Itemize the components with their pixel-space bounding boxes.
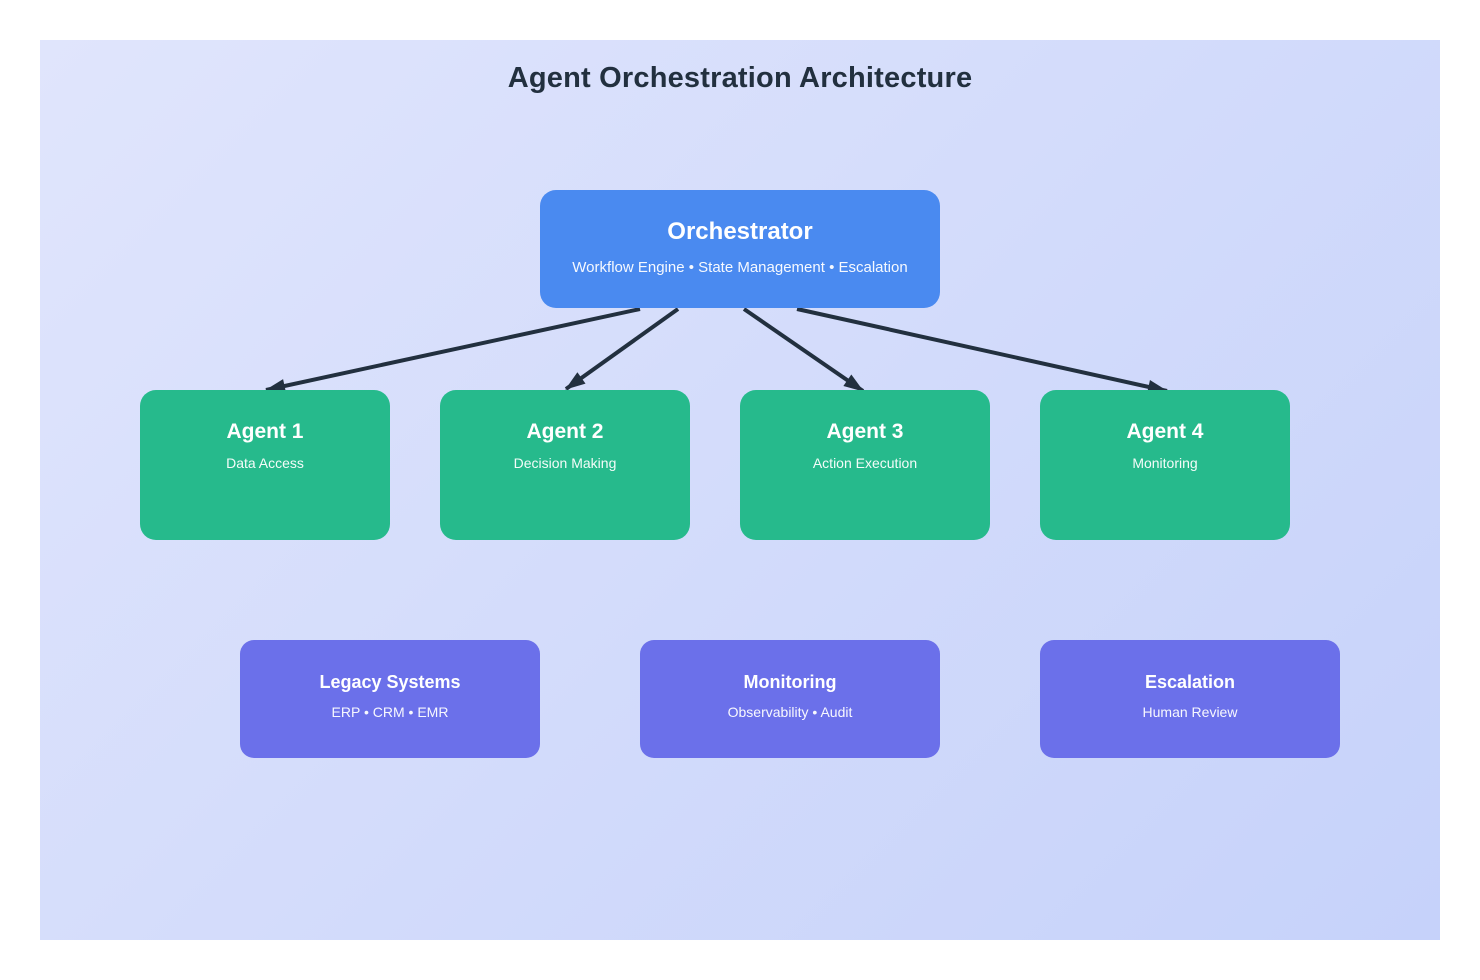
escalation-subtitle: Human Review [1142, 703, 1238, 720]
escalation-node: Escalation Human Review [1040, 640, 1340, 758]
agent-4-title: Agent 4 [1126, 420, 1204, 443]
agent-4-node: Agent 4 Monitoring [1040, 390, 1290, 540]
agent-2-node: Agent 2 Decision Making [440, 390, 690, 540]
agent-3-node: Agent 3 Action Execution [740, 390, 990, 540]
legacy-systems-node: Legacy Systems ERP • CRM • EMR [240, 640, 540, 758]
arrow-orchestrator-to-agent-1 [265, 307, 641, 393]
agent-1-node: Agent 1 Data Access [140, 390, 390, 540]
agent-1-subtitle: Data Access [226, 455, 304, 472]
agent-3-title: Agent 3 [826, 420, 904, 443]
monitoring-title: Monitoring [743, 672, 837, 692]
orchestrator-node: Orchestrator Workflow Engine • State Man… [540, 190, 940, 308]
agent-1-title: Agent 1 [226, 420, 304, 443]
monitoring-node: Monitoring Observability • Audit [640, 640, 940, 758]
agent-2-subtitle: Decision Making [513, 455, 617, 472]
legacy-systems-subtitle: ERP • CRM • EMR [331, 703, 449, 720]
agent-3-subtitle: Action Execution [812, 455, 918, 472]
orchestrator-title: Orchestrator [667, 218, 813, 245]
diagram-canvas: Agent Orchestration Architecture Orchest… [40, 40, 1440, 940]
escalation-title: Escalation [1144, 672, 1236, 692]
monitoring-subtitle: Observability • Audit [727, 703, 853, 720]
legacy-systems-title: Legacy Systems [319, 672, 461, 692]
agent-2-title: Agent 2 [526, 420, 604, 443]
agent-4-subtitle: Monitoring [1132, 455, 1198, 472]
orchestrator-subtitle: Workflow Engine • State Management • Esc… [572, 258, 908, 276]
arrow-orchestrator-to-agent-2 [564, 307, 680, 391]
arrow-orchestrator-to-agent-3 [742, 307, 865, 393]
diagram-title: Agent Orchestration Architecture [507, 62, 973, 94]
arrow-orchestrator-to-agent-4 [796, 307, 1168, 394]
